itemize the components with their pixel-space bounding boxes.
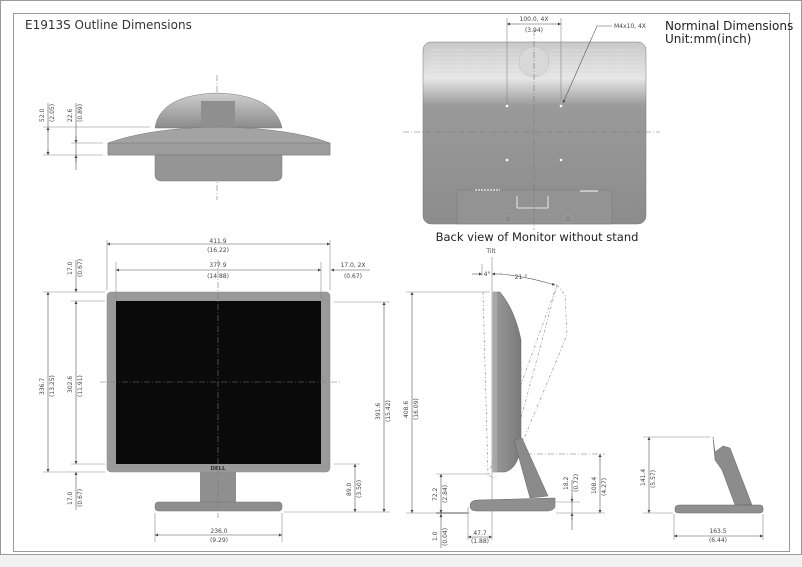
top-bezel-in: (0.67)	[77, 259, 84, 277]
top-depth-in: (2.05)	[49, 104, 56, 122]
base-thickness-mm: 1.0	[432, 531, 439, 541]
hinge-height-in: (4.27)	[601, 478, 608, 496]
base-height-mm: 18.2	[563, 476, 570, 490]
hinge-height-mm: 108.4	[591, 477, 598, 494]
overall-height-in: (13.25)	[49, 375, 56, 397]
total-height-mm: 391.6	[375, 403, 382, 420]
base-thickness-in: (0.04)	[442, 528, 449, 546]
active-height-mm: 302.6	[67, 376, 74, 393]
vesa-spacing-mm: 100.0, 4X	[520, 16, 549, 23]
stand-height-in: (5.57)	[650, 470, 657, 488]
top-panel-depth-mm: 22.6	[67, 108, 74, 122]
overall-width-in: (16.22)	[207, 247, 229, 254]
tilt-back: 21 °	[515, 274, 528, 281]
front-view: DELL 411.9 (16.22) 377.9 (14.88) 17.0, 2…	[39, 238, 392, 544]
top-depth-mm: 52.0	[39, 108, 46, 122]
stand-view: 141.4 (5.57) 163.5 (6.44)	[640, 436, 764, 544]
side-bezel-in: (0.67)	[344, 273, 362, 280]
side-view: Tilt 4° 21 ° 408.6 (16.09) 72.2	[403, 248, 608, 548]
side-total-height-mm: 408.6	[403, 401, 410, 418]
side-total-height-in: (16.09)	[413, 398, 420, 420]
top-panel-depth-in: (0.89)	[77, 104, 84, 122]
front-offset-mm: 47.7	[473, 530, 487, 537]
total-height-in: (15.42)	[385, 400, 392, 422]
bottom-bezel-mm: 17.0	[67, 491, 74, 505]
vesa-spacing-in: (3.94)	[525, 27, 543, 34]
unit-note: Unit:mm(inch)	[665, 32, 751, 46]
side-bottom-height-in: (2.84)	[442, 485, 449, 503]
back-view: 100.0, 4X (3.94) M4x10, 4X Back view of …	[403, 16, 660, 244]
stand-depth-mm: 163.5	[709, 528, 726, 535]
top-bezel-mm: 17.0	[67, 261, 74, 275]
active-width-in: (14.88)	[207, 273, 229, 280]
overall-width-mm: 411.9	[209, 238, 226, 245]
back-view-caption: Back view of Monitor without stand	[436, 230, 639, 244]
base-clearance-mm: 89.0	[346, 482, 353, 496]
page-footer-strip	[0, 555, 802, 567]
base-clearance-in: (3.50)	[356, 480, 363, 498]
screw-spec: M4x10, 4X	[614, 23, 646, 30]
active-height-in: (11.91)	[77, 375, 84, 397]
overall-height-mm: 336.7	[39, 378, 46, 395]
tilt-label: Tilt	[485, 248, 496, 255]
front-offset-in: (1.88)	[471, 538, 489, 545]
stand-height-mm: 141.4	[640, 469, 647, 486]
drawing-title: E1913S Outline Dimensions	[25, 18, 192, 32]
top-view: 52.0 (2.05) 22.6 (0.89)	[39, 75, 331, 200]
side-bezel-mm: 17.0, 2X	[340, 262, 365, 269]
inner-frame	[13, 13, 790, 552]
side-bottom-height-mm: 72.2	[432, 487, 439, 501]
nominal-dimensions-note: Norminal Dimensions	[665, 19, 793, 33]
bottom-bezel-in: (0.67)	[77, 489, 84, 507]
tilt-forward: 4°	[484, 271, 491, 278]
base-height-in: (0.72)	[573, 474, 580, 492]
active-width-mm: 377.9	[209, 262, 226, 269]
stand-depth-in: (6.44)	[709, 537, 727, 544]
base-width-in: (9.29)	[210, 537, 228, 544]
base-width-mm: 236.0	[210, 528, 227, 535]
